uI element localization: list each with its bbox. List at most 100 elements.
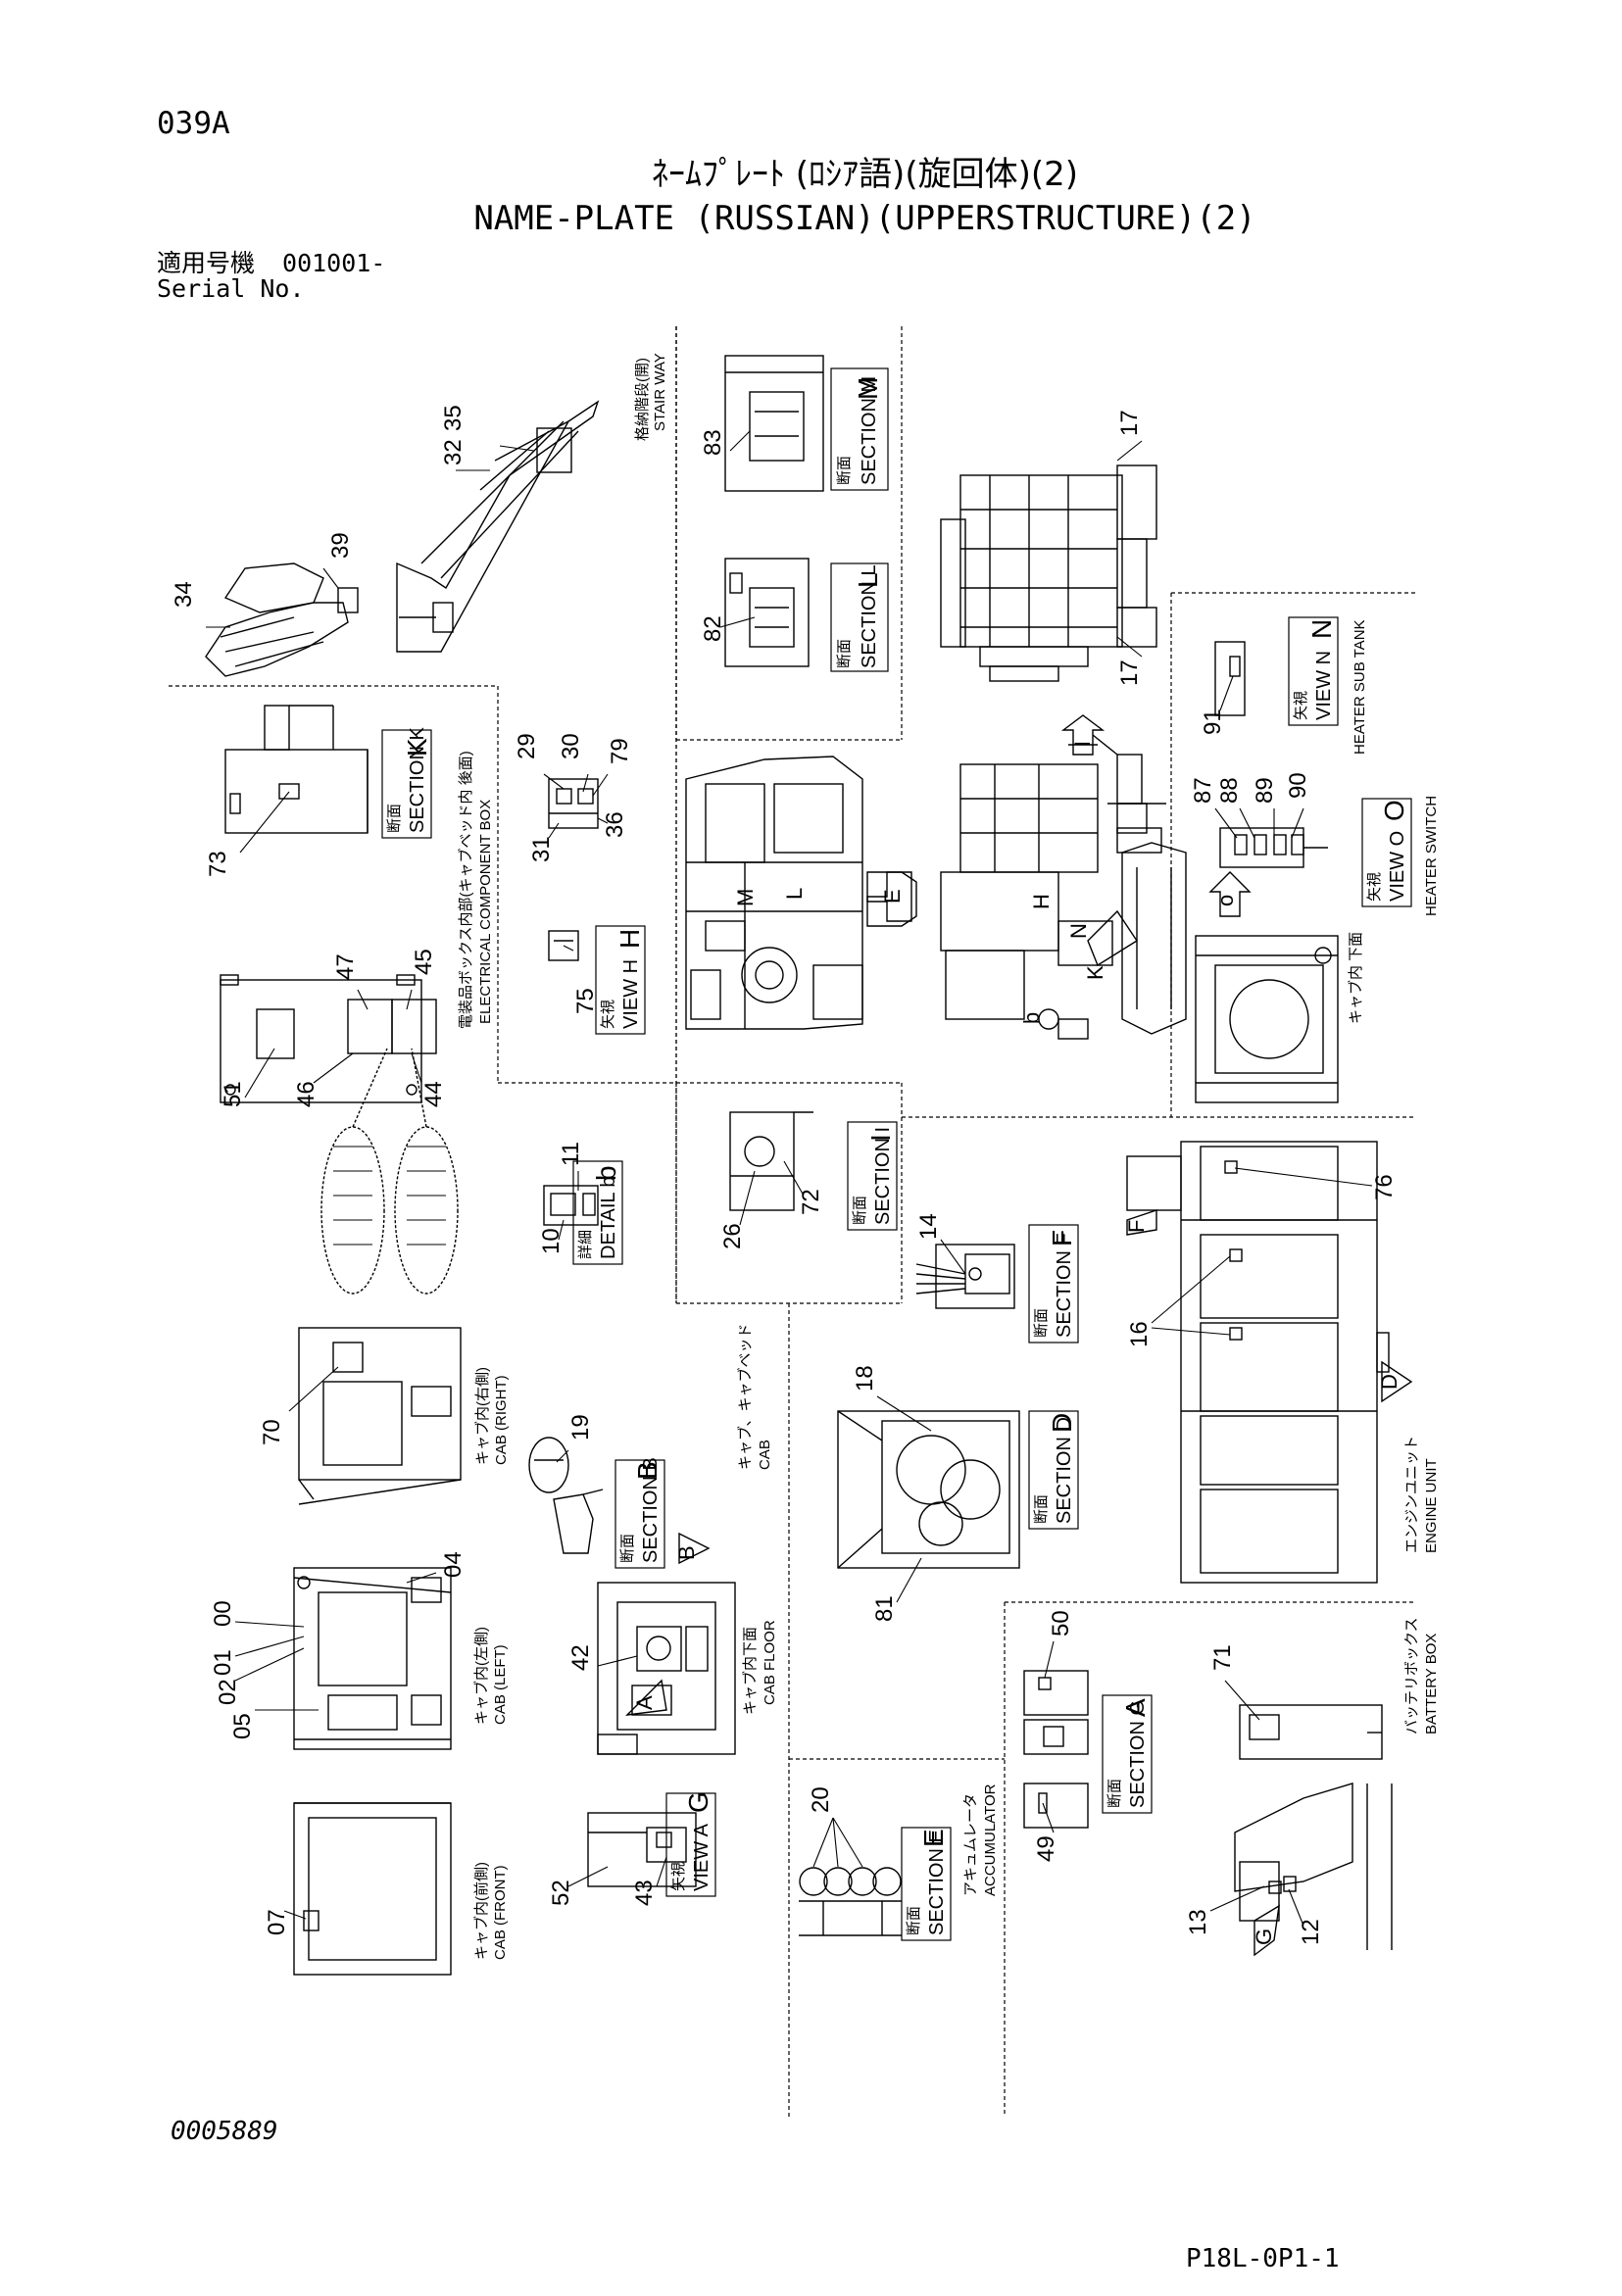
arrow-letter-E: E [880,889,905,904]
heater-switch-caption: HEATER SWITCH [1423,796,1440,916]
callout-30: 30 [558,733,584,759]
callout-70: 70 [259,1419,285,1445]
dan-men-d: 断面 [1033,1494,1050,1524]
arrow-letter-I: I [1070,741,1095,747]
cab-floor-drawing [597,1582,736,1755]
page-code: 039A [157,106,230,141]
view-h-drawing [548,930,579,961]
serial-value: 001001- [282,249,386,277]
cab-right-caption: CAB (RIGHT) [493,1375,510,1465]
lowerstructure-view-drawing [940,734,1187,1040]
arrow-letter-H: H [1029,894,1054,909]
machine-side-view-drawing [940,464,1157,682]
callout-34: 34 [171,581,197,608]
view-letter-D: D [1047,1413,1077,1433]
callout-51: 51 [220,1081,246,1107]
callout-49: 49 [1033,1835,1059,1862]
detail-b-drawing [543,1185,599,1226]
arrow-letter-N: N [1066,923,1091,939]
detail-b-label: DETAIL b [598,1177,619,1259]
callout-05: 05 [229,1713,256,1739]
stair-way-caption: STAIR WAY [652,353,668,431]
callout-18: 18 [852,1365,878,1392]
view-a-label: VIEW A [691,1823,713,1891]
view-letter-E: E [918,1829,949,1847]
label-boxes [381,367,1412,1941]
accumulator-caption-jp: アキュムレータ [962,1793,979,1896]
ya-shi-a: 矢視 [670,1862,687,1891]
callout-02: 02 [215,1679,241,1705]
callout-50: 50 [1048,1610,1074,1637]
view-letter-L: L [853,572,883,588]
callout-31: 31 [528,836,555,862]
cab-left-drawing [293,1567,452,1750]
relay-detail-inner [333,1146,446,1246]
engine-unit-caption: ENGINE UNIT [1423,1458,1440,1553]
callout-12: 12 [1298,1919,1324,1945]
view-n-label: VIEW N [1313,651,1335,720]
callout-89: 89 [1252,777,1278,804]
arrow-letter-F: F [1124,1220,1149,1233]
serial-label-en: Serial No. [157,274,305,303]
section-m-drawing [724,355,824,492]
section-b-drawing [528,1437,604,1554]
view-letter-b: b [591,1165,621,1181]
callout-52: 52 [548,1880,574,1906]
cab-left-caption-jp: キャブ内(左側) [472,1627,490,1725]
section-k-drawing [224,705,369,834]
dan-men-i: 断面 [852,1196,868,1225]
callout-19: 19 [567,1414,594,1441]
cab-front-caption: CAB (FRONT) [492,1865,509,1960]
engine-unit-drawing [1126,1141,1390,1584]
callout-83: 83 [700,429,726,456]
callout-32: 32 [440,439,467,465]
callout-73: 73 [205,851,231,877]
callout-76: 76 [1371,1174,1398,1200]
callout-79: 79 [607,738,633,764]
view-letter-N: N [1306,619,1337,639]
callout-72: 72 [798,1189,824,1215]
arrow-letter-K: K [1083,965,1107,980]
shou-sai-b: 詳細 [577,1230,594,1259]
callout-46: 46 [293,1081,319,1107]
callout-90: 90 [1285,772,1311,799]
arrow-letter-D: D [1377,1374,1401,1390]
ya-shi-h: 矢視 [600,1000,616,1029]
dan-men-e: 断面 [906,1906,922,1935]
callout-20: 20 [808,1786,834,1813]
battery-box-caption: BATTERY BOX [1423,1634,1440,1734]
callout-07: 07 [264,1909,290,1935]
view-letter-M: M [853,377,883,400]
callout-29: 29 [514,733,540,759]
section-d-drawing [837,1410,1020,1569]
callout-91: 91 [1200,708,1226,735]
cab-floor-caption: CAB FLOOR [762,1620,778,1705]
stair-way-caption-jp: 格納階段(開) [634,358,651,441]
section-o-drawing [1219,827,1328,868]
page-reference: P18L-0P1-1 [1186,2244,1340,2273]
callout-43: 43 [631,1880,658,1906]
view-arrows [625,714,1413,1957]
view-h-label: VIEW H [620,959,642,1029]
callout-04: 04 [440,1551,467,1578]
view-letter-A: A [1120,1698,1151,1717]
stair-way-drawing [396,400,600,653]
callout-42: 42 [567,1644,594,1671]
callout-26: 26 [719,1223,746,1249]
dan-men-g: 断面 [1106,1779,1123,1808]
dan-men-k: 断面 [386,804,403,833]
callout-16: 16 [1126,1321,1153,1347]
section-i-drawing [729,1111,813,1211]
dan-men-b: 断面 [619,1534,636,1563]
callout-17: 17 [1116,659,1143,686]
section-n-drawing [1214,641,1246,716]
section-k-label: SECTION K [407,727,428,833]
electrical-box-drawing [548,778,599,829]
view-letter-G: G [683,1791,713,1813]
region-dividers [169,326,1416,2117]
arrow-letter-o: o [1213,895,1238,906]
electrical-box-caption: ELECTRICAL COMPONENT BOX [477,800,494,1024]
cab-floor-caption-jp: キャブ内下面 [741,1627,759,1715]
